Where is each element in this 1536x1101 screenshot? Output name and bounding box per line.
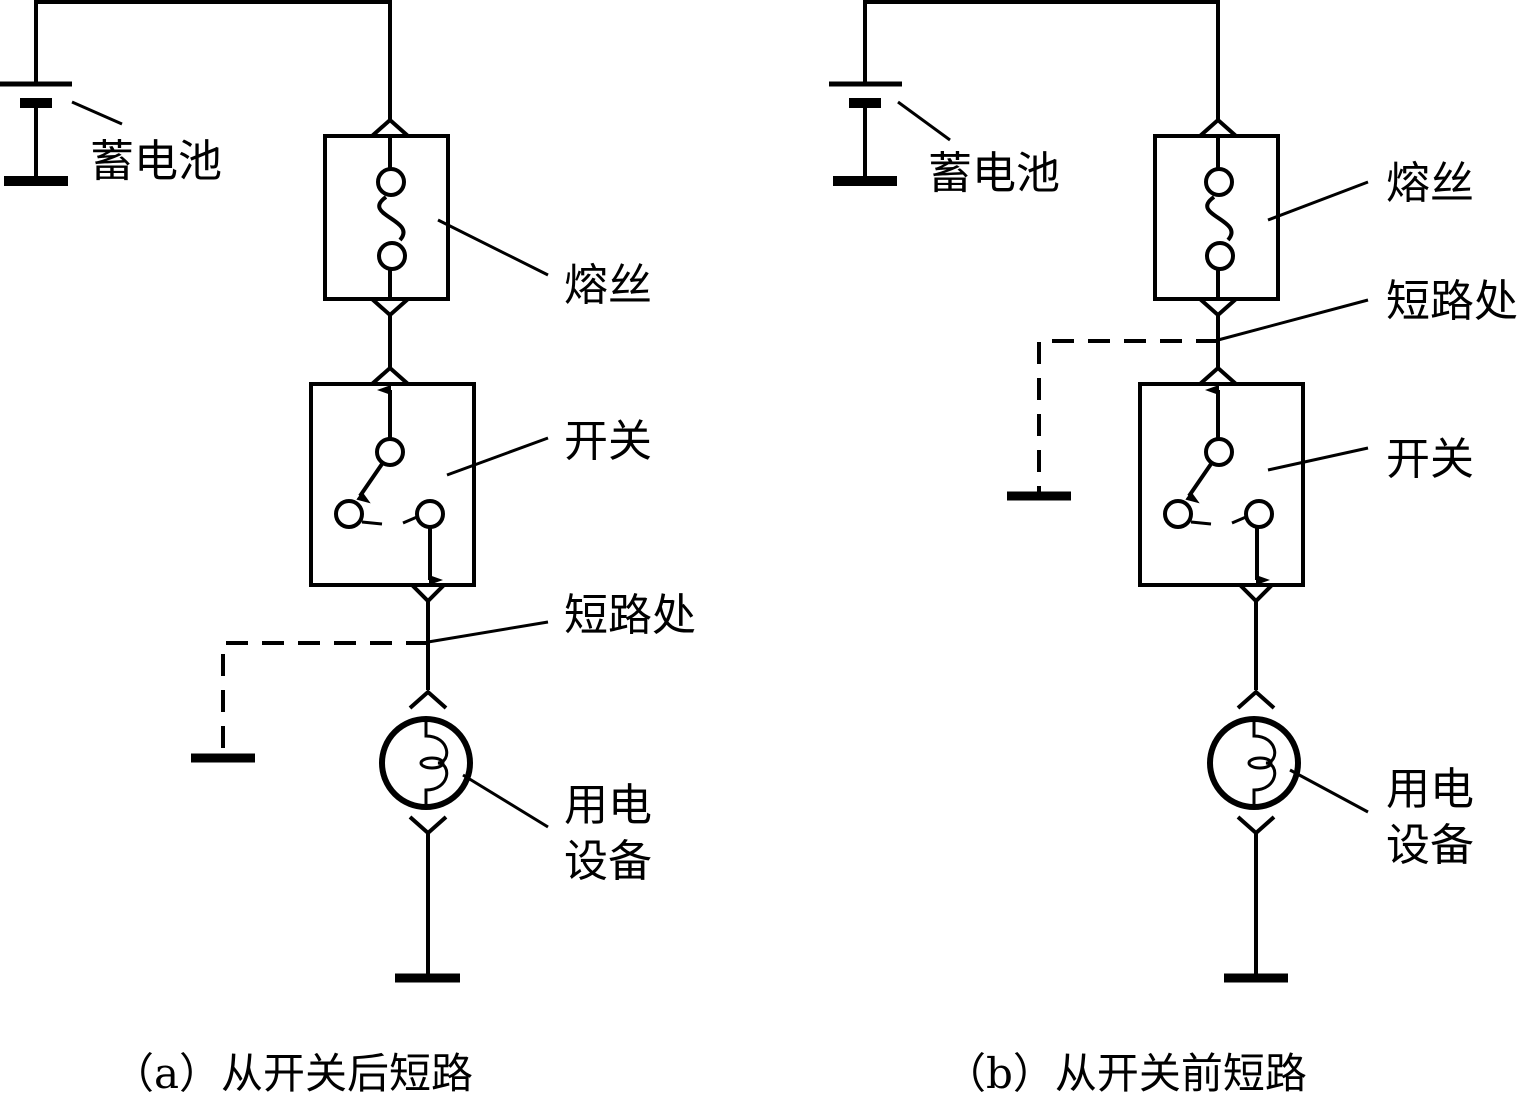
label-fuse-a: 熔丝	[564, 260, 652, 311]
short-circuit-path	[191, 620, 549, 763]
fuse-icon	[1153, 117, 1369, 318]
label-battery-b: 蓄电池	[928, 148, 1060, 199]
caption-a: （a）从开关后短路	[112, 1049, 474, 1098]
label-battery-a: 蓄电池	[90, 136, 222, 187]
label-load-line2-a: 设备	[564, 836, 652, 887]
fuse-icon	[323, 117, 549, 318]
diagram-a	[0, 0, 549, 983]
label-fuse-b: 熔丝	[1386, 158, 1474, 209]
switch-icon	[309, 365, 549, 604]
short-circuit-path	[1007, 298, 1369, 501]
diagram-b	[829, 0, 1369, 983]
lamp-icon	[1207, 689, 1369, 836]
label-short-point-a: 短路处	[564, 590, 696, 641]
switch-icon	[1138, 365, 1369, 604]
label-short-point-b: 短路处	[1386, 276, 1518, 327]
battery-icon	[829, 81, 951, 186]
label-switch-b: 开关	[1386, 434, 1474, 485]
label-load-line1-b: 用电	[1386, 764, 1474, 815]
top-wire	[863, 0, 1220, 120]
lamp-icon	[379, 689, 549, 836]
top-wire	[34, 0, 392, 120]
battery-icon	[0, 81, 123, 186]
label-load-line1-a: 用电	[564, 780, 652, 831]
label-load-line2-b: 设备	[1386, 820, 1474, 871]
label-switch-a: 开关	[564, 416, 652, 467]
caption-b: （b）从开关前短路	[944, 1049, 1307, 1098]
